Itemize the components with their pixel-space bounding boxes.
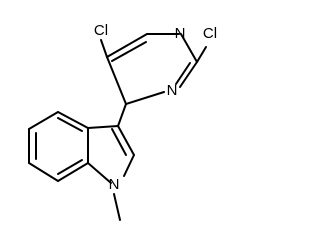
atom-n-pyrimidine-top: N <box>175 25 186 42</box>
bond-indole-c3a-c3 <box>87 125 119 129</box>
atom-cl-top: Cl <box>94 22 108 39</box>
bond-pyrimidine-c6-c5-inner <box>111 41 147 62</box>
bond-benzene-c3a-c4 <box>57 111 89 129</box>
bond-benzene-c7-c7a-inner <box>57 159 83 175</box>
pyrimidine-ring <box>106 33 198 105</box>
substituent-bonds <box>100 39 207 127</box>
bond-pyrimidine-c2-n3 <box>179 61 198 88</box>
bond-pyrimidine-c4-c5 <box>106 56 127 105</box>
bond-indole-n1-c7a <box>87 162 112 184</box>
bond-indole-c3-c2-inner <box>111 128 127 156</box>
chemical-structure-diagram: Cl N Cl N N <box>28 22 217 221</box>
atom-label-n-pyrimidine-middle: N <box>167 82 178 99</box>
atom-n-indole: N <box>109 176 120 193</box>
atom-label-cl-right: Cl <box>203 25 217 42</box>
bond-benzene-c6-c7 <box>28 162 59 182</box>
atom-label-n-indole: N <box>109 176 120 193</box>
bond-pyrimidine-c2-n3-inner <box>175 62 191 85</box>
bond-benzene-c4-c5 <box>28 111 59 130</box>
bond-pyrimidine-n3-c4 <box>125 91 165 105</box>
indole-five-membered-ring <box>87 125 135 184</box>
bond-c5-cl <box>100 39 108 58</box>
bond-indole-c2-n1 <box>123 154 135 177</box>
bond-c2-cl <box>196 46 207 63</box>
atom-cl-right: Cl <box>203 25 217 42</box>
bond-benzene-c7-c7a <box>57 162 89 182</box>
bond-pyrimidine-c6-c5 <box>106 33 148 58</box>
bond-n-methyl <box>113 193 121 221</box>
bond-pyrimidine-n1-c2 <box>180 33 198 63</box>
indole-benzene-ring <box>28 111 89 182</box>
bond-c4-indole <box>117 103 127 127</box>
atom-label-n-pyrimidine-top: N <box>175 25 186 42</box>
bond-indole-c3-c2 <box>117 125 135 156</box>
bond-benzene-c3a-c4-inner <box>57 117 83 132</box>
atom-label-cl-top: Cl <box>94 22 108 39</box>
atom-n-pyrimidine-middle: N <box>167 82 178 99</box>
